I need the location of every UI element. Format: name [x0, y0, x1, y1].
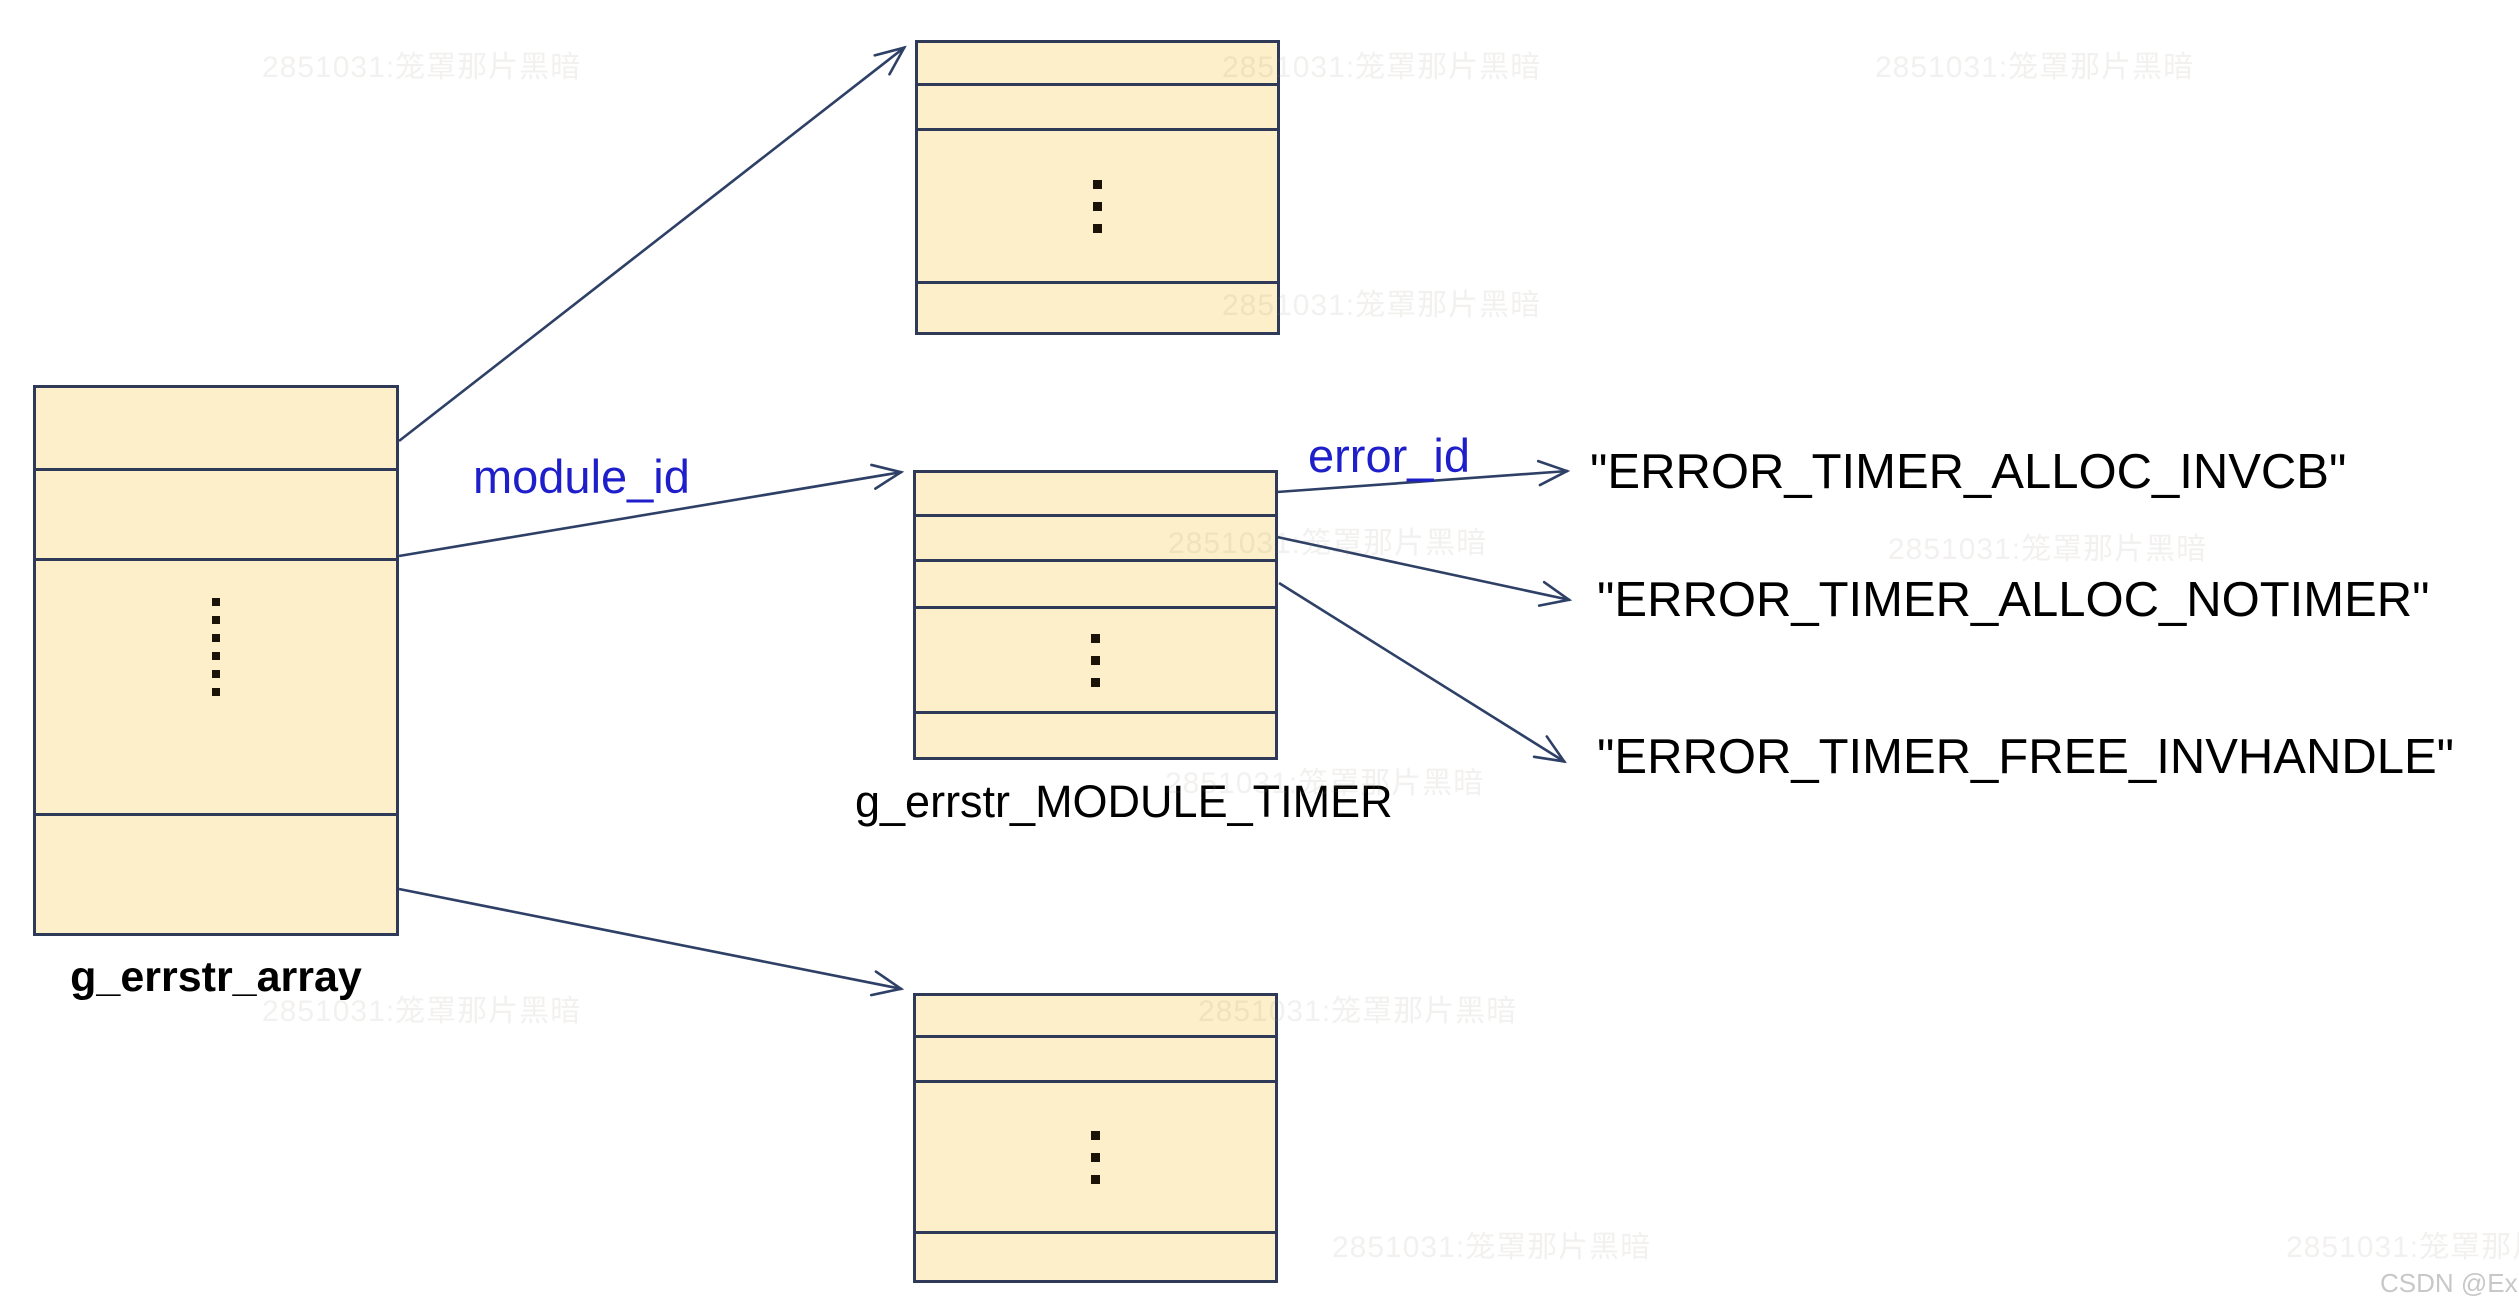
top-box-ellipsis-row: [918, 131, 1277, 284]
arrow-to-string-3: [1278, 581, 1565, 762]
bottom-box-row: [916, 1038, 1275, 1083]
timer-box-row: [916, 714, 1275, 757]
watermark-tile: 2851031:笼罩那片黑暗: [1165, 767, 1485, 800]
arrow-to-bottom-module-box: [398, 887, 902, 989]
timer-box-ellipsis-row: [916, 609, 1275, 714]
watermark-tile: 2851031:笼罩那片黑暗: [2286, 1231, 2519, 1264]
csdn-credit-watermark: CSDN @Exp.Joker: [2380, 1268, 2519, 1298]
errstr-array-label: g_errstr_array: [70, 953, 362, 1001]
bottom-box-ellipsis-row: [916, 1083, 1275, 1234]
watermark-tile: 2851031:笼罩那片黑暗: [1332, 1231, 1652, 1264]
array-box-row: [36, 388, 396, 471]
error-string: "ERROR_TIMER_FREE_INVHANDLE": [1597, 730, 2455, 784]
error-id-edge-label: error_id: [1308, 429, 1470, 482]
module-id-edge-label: module_id: [473, 450, 690, 503]
timer-box-row: [916, 517, 1275, 562]
timer-box-row: [916, 473, 1275, 517]
ellipsis-dots: [212, 593, 220, 701]
bottom-module-box: [913, 993, 1278, 1283]
array-box-row: [36, 816, 396, 933]
error-string: "ERROR_TIMER_ALLOC_INVCB": [1590, 445, 2347, 499]
watermark-tile: 2851031:笼罩那片黑暗: [262, 995, 582, 1028]
array-box-row: [36, 471, 396, 561]
ellipsis-dots: [1091, 627, 1100, 693]
watermark-tile: 2851031:笼罩那片黑暗: [1222, 289, 1542, 322]
watermark-tile: 2851031:笼罩那片黑暗: [1888, 533, 2208, 566]
array-box-ellipsis-row: [36, 561, 396, 816]
watermark-tile: 2851031:笼罩那片黑暗: [1222, 51, 1542, 84]
watermark-tile: 2851031:笼罩那片黑暗: [1198, 995, 1518, 1028]
timer-box-row: [916, 562, 1275, 609]
watermark-tile: 2851031:笼罩那片黑暗: [262, 51, 582, 84]
module-timer-label: g_errstr_MODULE_TIMER: [855, 776, 1393, 827]
top-box-row: [918, 43, 1277, 86]
watermark-tile: 2851031:笼罩那片黑暗: [1875, 51, 2195, 84]
error-string: "ERROR_TIMER_ALLOC_NOTIMER": [1597, 573, 2430, 627]
errstr-array-box: [33, 385, 399, 936]
ellipsis-dots: [1091, 1124, 1100, 1190]
arrow-to-top-module-box: [398, 47, 905, 443]
bottom-box-row: [916, 1234, 1275, 1280]
watermark-tile: 2851031:笼罩那片黑暗: [1168, 527, 1488, 560]
top-module-box: [915, 40, 1280, 335]
module-timer-box: [913, 470, 1278, 760]
ellipsis-dots: [1093, 173, 1102, 239]
bottom-box-row: [916, 996, 1275, 1038]
top-box-row: [918, 86, 1277, 131]
